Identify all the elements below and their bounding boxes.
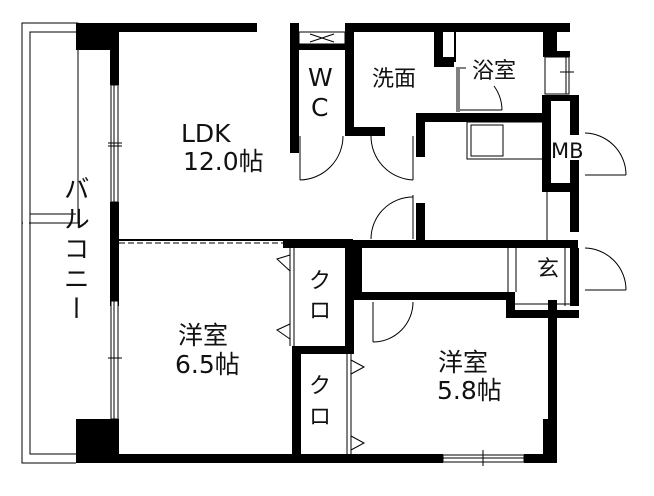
entrance-label: 玄 <box>537 257 560 282</box>
washroom-label: 洗面 <box>372 67 417 92</box>
western-room-2-label: 洋室 <box>438 348 489 377</box>
ldk-label: LDK <box>181 119 231 148</box>
balcony-outline-full <box>21 22 76 464</box>
closet-1-label-ku: ク <box>309 269 332 294</box>
ldk-size: 12.0帖 <box>183 147 264 176</box>
balcony-label: バルコニー <box>59 175 90 325</box>
closet-1-label-ro: ロ <box>309 299 332 324</box>
wc-label-w: W <box>308 63 333 92</box>
closet-2-label-ro: ロ <box>309 405 332 430</box>
western-room-1-size: 6.5帖 <box>175 350 240 379</box>
wc-label-c: C <box>311 93 329 122</box>
mb-label: MB <box>551 139 584 163</box>
windows <box>108 31 574 466</box>
western-room-2-size: 5.8帖 <box>437 376 502 405</box>
western-room-1-label: 洋室 <box>178 321 229 350</box>
closet-2-label-ku: ク <box>309 374 332 399</box>
doors <box>119 67 627 454</box>
bathroom-label: 浴室 <box>472 59 517 84</box>
walls <box>76 23 579 463</box>
